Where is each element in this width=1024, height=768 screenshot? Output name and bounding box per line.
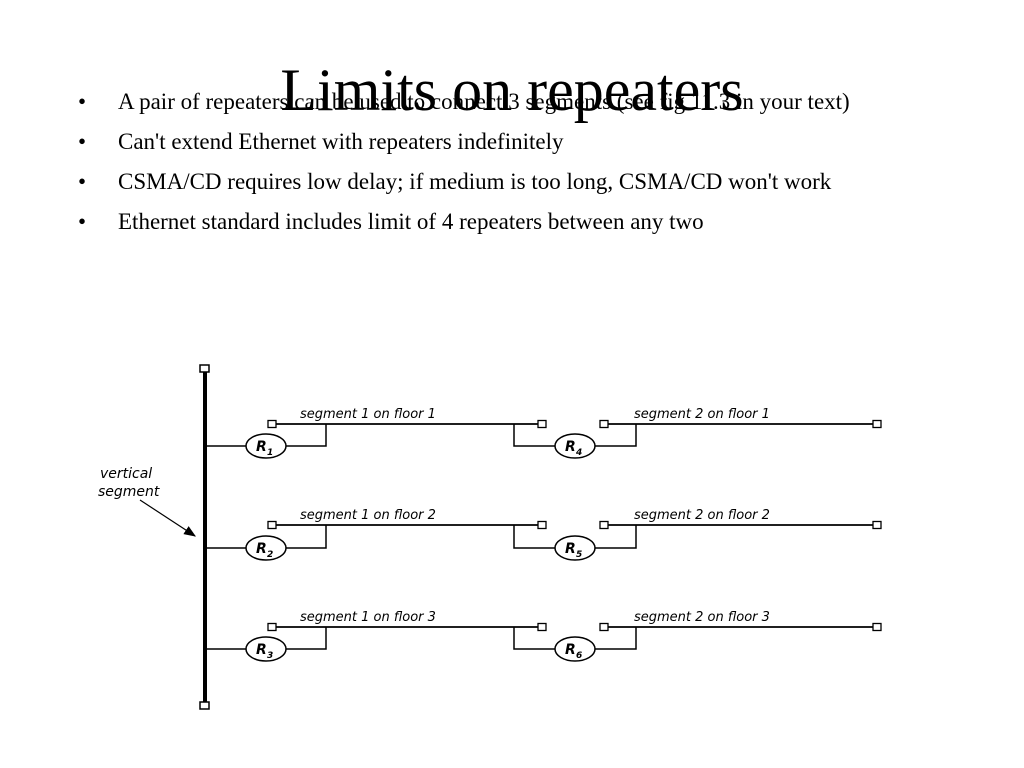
segment1-label: segment 1 on floor 3 [300, 610, 436, 625]
bullet-dot-icon: • [78, 129, 87, 154]
bullet-text: Can't extend Ethernet with repeaters ind… [118, 129, 564, 154]
repeater-to-segment2-link [595, 627, 637, 650]
repeater-to-segment1-link [286, 627, 327, 650]
bullet-dot-icon: • [78, 209, 87, 234]
segment2-right-terminator [872, 520, 882, 530]
repeater-right-subscript: 5 [576, 550, 582, 560]
bullet-item: • CSMA/CD requires low delay; if medium … [78, 166, 938, 198]
repeater-to-segment1-link [286, 525, 327, 549]
bullet-text: Ethernet standard includes limit of 4 re… [118, 209, 704, 234]
repeater-left-subscript: 1 [267, 448, 273, 458]
segment1-to-repeater-link [513, 525, 555, 549]
slide-title: Limits on repeaters [280, 57, 744, 124]
segment1-right-terminator [537, 419, 547, 429]
repeater-right-subscript: 4 [575, 448, 582, 458]
repeater-right-label: R [565, 642, 576, 658]
vertical-segment-label-line2: segment [98, 484, 160, 500]
segment2-left-terminator [599, 622, 609, 632]
bullet-dot-icon: • [78, 169, 87, 194]
segment1-right-terminator [537, 520, 547, 530]
vertical-segment-label-line1: vertical [100, 466, 152, 482]
segment1-label: segment 1 on floor 1 [300, 407, 436, 422]
repeater-left-label: R [256, 439, 267, 455]
repeater-to-segment2-link [595, 424, 637, 447]
bullet-item: • Can't extend Ethernet with repeaters i… [78, 126, 938, 158]
vertical-segment-top-terminator [199, 364, 210, 373]
repeater-right-label: R [565, 439, 576, 455]
repeater-right-label: R [565, 541, 576, 557]
vertical-segment-bottom-terminator [199, 701, 210, 710]
repeater-left-subscript: 3 [267, 651, 273, 661]
bullet-list: • A pair of repeaters can be used to con… [78, 86, 938, 246]
bullet-dot-icon: • [78, 89, 87, 114]
segment1-label: segment 1 on floor 2 [300, 508, 436, 523]
repeater-right-subscript: 6 [576, 651, 582, 661]
repeater-to-segment1-link [286, 424, 327, 447]
repeater-left-label: R [256, 541, 267, 557]
segment2-left-terminator [599, 419, 609, 429]
segment2-right-terminator [872, 419, 882, 429]
bullet-item: • A pair of repeaters can be used to con… [78, 86, 938, 118]
segment1-right-terminator [537, 622, 547, 632]
segment2-label: segment 2 on floor 1 [634, 407, 770, 422]
segment1-to-repeater-link [513, 424, 555, 447]
segment1-to-repeater-link [513, 627, 555, 650]
segment1-left-terminator [267, 419, 277, 429]
segment2-left-terminator [599, 520, 609, 530]
bullet-text: A pair of repeaters can be used to conne… [118, 89, 850, 114]
segment1-left-terminator [267, 520, 277, 530]
bullet-item: • Ethernet standard includes limit of 4 … [78, 206, 938, 238]
segment2-right-terminator [872, 622, 882, 632]
repeater-to-segment2-link [595, 525, 637, 549]
segment2-label: segment 2 on floor 3 [634, 610, 770, 625]
segment1-left-terminator [267, 622, 277, 632]
vertical-segment-arrow [139, 499, 197, 537]
segment2-label: segment 2 on floor 2 [634, 508, 770, 523]
repeater-left-subscript: 2 [267, 550, 273, 560]
repeater-left-label: R [256, 642, 267, 658]
bullet-text: CSMA/CD requires low delay; if medium is… [118, 169, 832, 194]
